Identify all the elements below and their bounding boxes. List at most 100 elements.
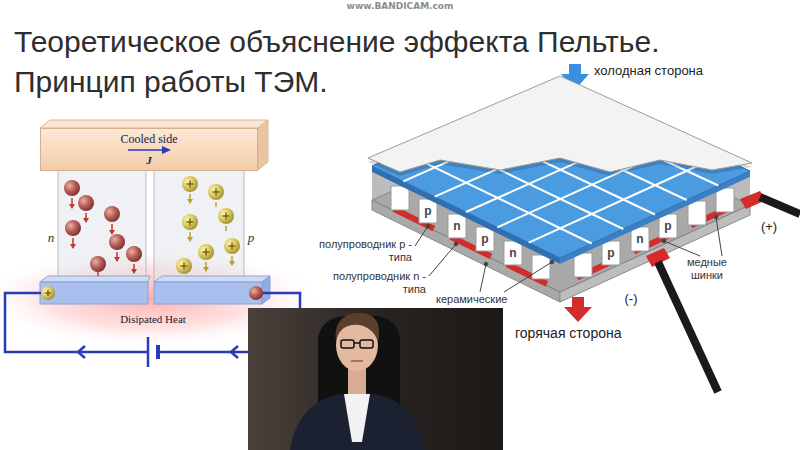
leader-line bbox=[504, 262, 552, 292]
webcam-overlay bbox=[354, 342, 360, 344]
hole bbox=[205, 249, 206, 256]
webcam-overlay bbox=[360, 340, 373, 348]
leader-line bbox=[662, 239, 666, 243]
hole bbox=[189, 219, 190, 226]
electron bbox=[109, 234, 125, 250]
hot-plate bbox=[40, 276, 150, 282]
hole bbox=[218, 208, 234, 224]
electron bbox=[69, 204, 75, 209]
semiconductor-pellet bbox=[532, 255, 550, 279]
part-label: полупроводник р - типа bbox=[314, 238, 412, 264]
electron bbox=[72, 238, 74, 245]
electron bbox=[109, 230, 115, 235]
webcam-overlay bbox=[290, 392, 425, 450]
hot-plate bbox=[40, 276, 270, 304]
hole bbox=[182, 176, 198, 192]
leg-letter: n bbox=[632, 231, 648, 247]
hole bbox=[231, 243, 232, 250]
semiconductor-leg bbox=[58, 170, 146, 282]
semiconductor-pellet bbox=[391, 186, 409, 210]
electron bbox=[70, 244, 76, 249]
hot-flow-arrow bbox=[564, 297, 592, 322]
leader-line bbox=[484, 262, 488, 266]
hole bbox=[215, 189, 216, 196]
leg-letter: p bbox=[477, 231, 493, 247]
hole bbox=[187, 237, 193, 242]
leg-letter: p bbox=[603, 245, 619, 261]
side-label: горячая сторона bbox=[515, 325, 655, 341]
leg-letter: p bbox=[420, 203, 436, 219]
battery-symbol bbox=[148, 337, 158, 367]
hole bbox=[203, 267, 209, 272]
hole bbox=[215, 202, 217, 207]
battery-symbol bbox=[147, 337, 150, 367]
current-label: J bbox=[146, 154, 152, 167]
current-arrow bbox=[128, 149, 164, 151]
electron bbox=[65, 220, 81, 236]
hole bbox=[229, 261, 235, 266]
terminal-charge bbox=[41, 286, 55, 300]
slide-title: Теоретическое объяснение эффекта Пельтье… bbox=[14, 22, 724, 102]
semiconductor-pellet bbox=[574, 253, 592, 277]
hole bbox=[225, 213, 226, 220]
electron bbox=[64, 180, 80, 196]
leader-line bbox=[714, 215, 718, 219]
plate-label: Cooled side bbox=[121, 132, 178, 146]
semiconductor-pellet bbox=[419, 199, 437, 223]
leader-line bbox=[716, 217, 722, 256]
peeled-cover bbox=[368, 76, 752, 172]
hole bbox=[198, 244, 214, 260]
power-lead bbox=[658, 262, 718, 392]
hot-flow-arrow bbox=[564, 307, 592, 322]
leader-line bbox=[429, 244, 456, 276]
leader-line bbox=[480, 264, 486, 292]
hot-plate bbox=[154, 282, 262, 304]
semiconductor-pellet bbox=[504, 241, 522, 265]
semiconductor-pellet bbox=[659, 214, 677, 238]
power-lead bbox=[646, 191, 800, 392]
hot-plate bbox=[262, 276, 270, 304]
part-label: полупроводник n - типа bbox=[328, 270, 426, 296]
electron bbox=[64, 180, 142, 276]
terminal-charge bbox=[249, 286, 263, 300]
webcam-overlay bbox=[351, 360, 363, 362]
hot-plate bbox=[40, 282, 148, 304]
side-label: холодная сторона bbox=[594, 63, 724, 78]
electron bbox=[104, 206, 120, 222]
hole bbox=[182, 214, 198, 230]
hole bbox=[208, 184, 224, 200]
webcam-overlay bbox=[248, 308, 503, 450]
polarity-mark: (-) bbox=[617, 291, 645, 306]
watermark: www.BANDICAM.com bbox=[340, 1, 460, 11]
webcam-overlay bbox=[248, 308, 503, 450]
hole bbox=[176, 258, 192, 274]
battery-symbol bbox=[156, 345, 160, 359]
leader-line bbox=[415, 226, 428, 246]
semiconductor-pellet bbox=[602, 241, 620, 265]
hole bbox=[183, 263, 184, 270]
power-lead bbox=[760, 197, 800, 214]
cold-plate-faces bbox=[40, 120, 268, 128]
peeled-cover bbox=[368, 76, 752, 176]
leader-line bbox=[550, 260, 554, 264]
electron bbox=[78, 195, 94, 211]
semiconductor-pellet bbox=[476, 227, 494, 251]
leader-line bbox=[454, 242, 458, 246]
leader-line bbox=[426, 224, 430, 228]
semiconductor-pellet bbox=[688, 201, 706, 225]
electron bbox=[111, 224, 113, 231]
hole bbox=[189, 181, 190, 188]
semiconductor-pellet bbox=[716, 188, 734, 212]
electron bbox=[97, 272, 99, 276]
leader-line bbox=[415, 215, 722, 292]
electron bbox=[83, 218, 89, 223]
semiconductor-leg bbox=[154, 170, 244, 282]
leg-letter: n bbox=[449, 218, 465, 234]
circuit-wire bbox=[158, 351, 252, 354]
electron bbox=[126, 246, 142, 262]
part-label: керамические bbox=[436, 293, 518, 305]
circuit-wire bbox=[231, 346, 238, 358]
leg-label: p bbox=[245, 230, 257, 246]
cold-plate-faces bbox=[258, 120, 268, 170]
